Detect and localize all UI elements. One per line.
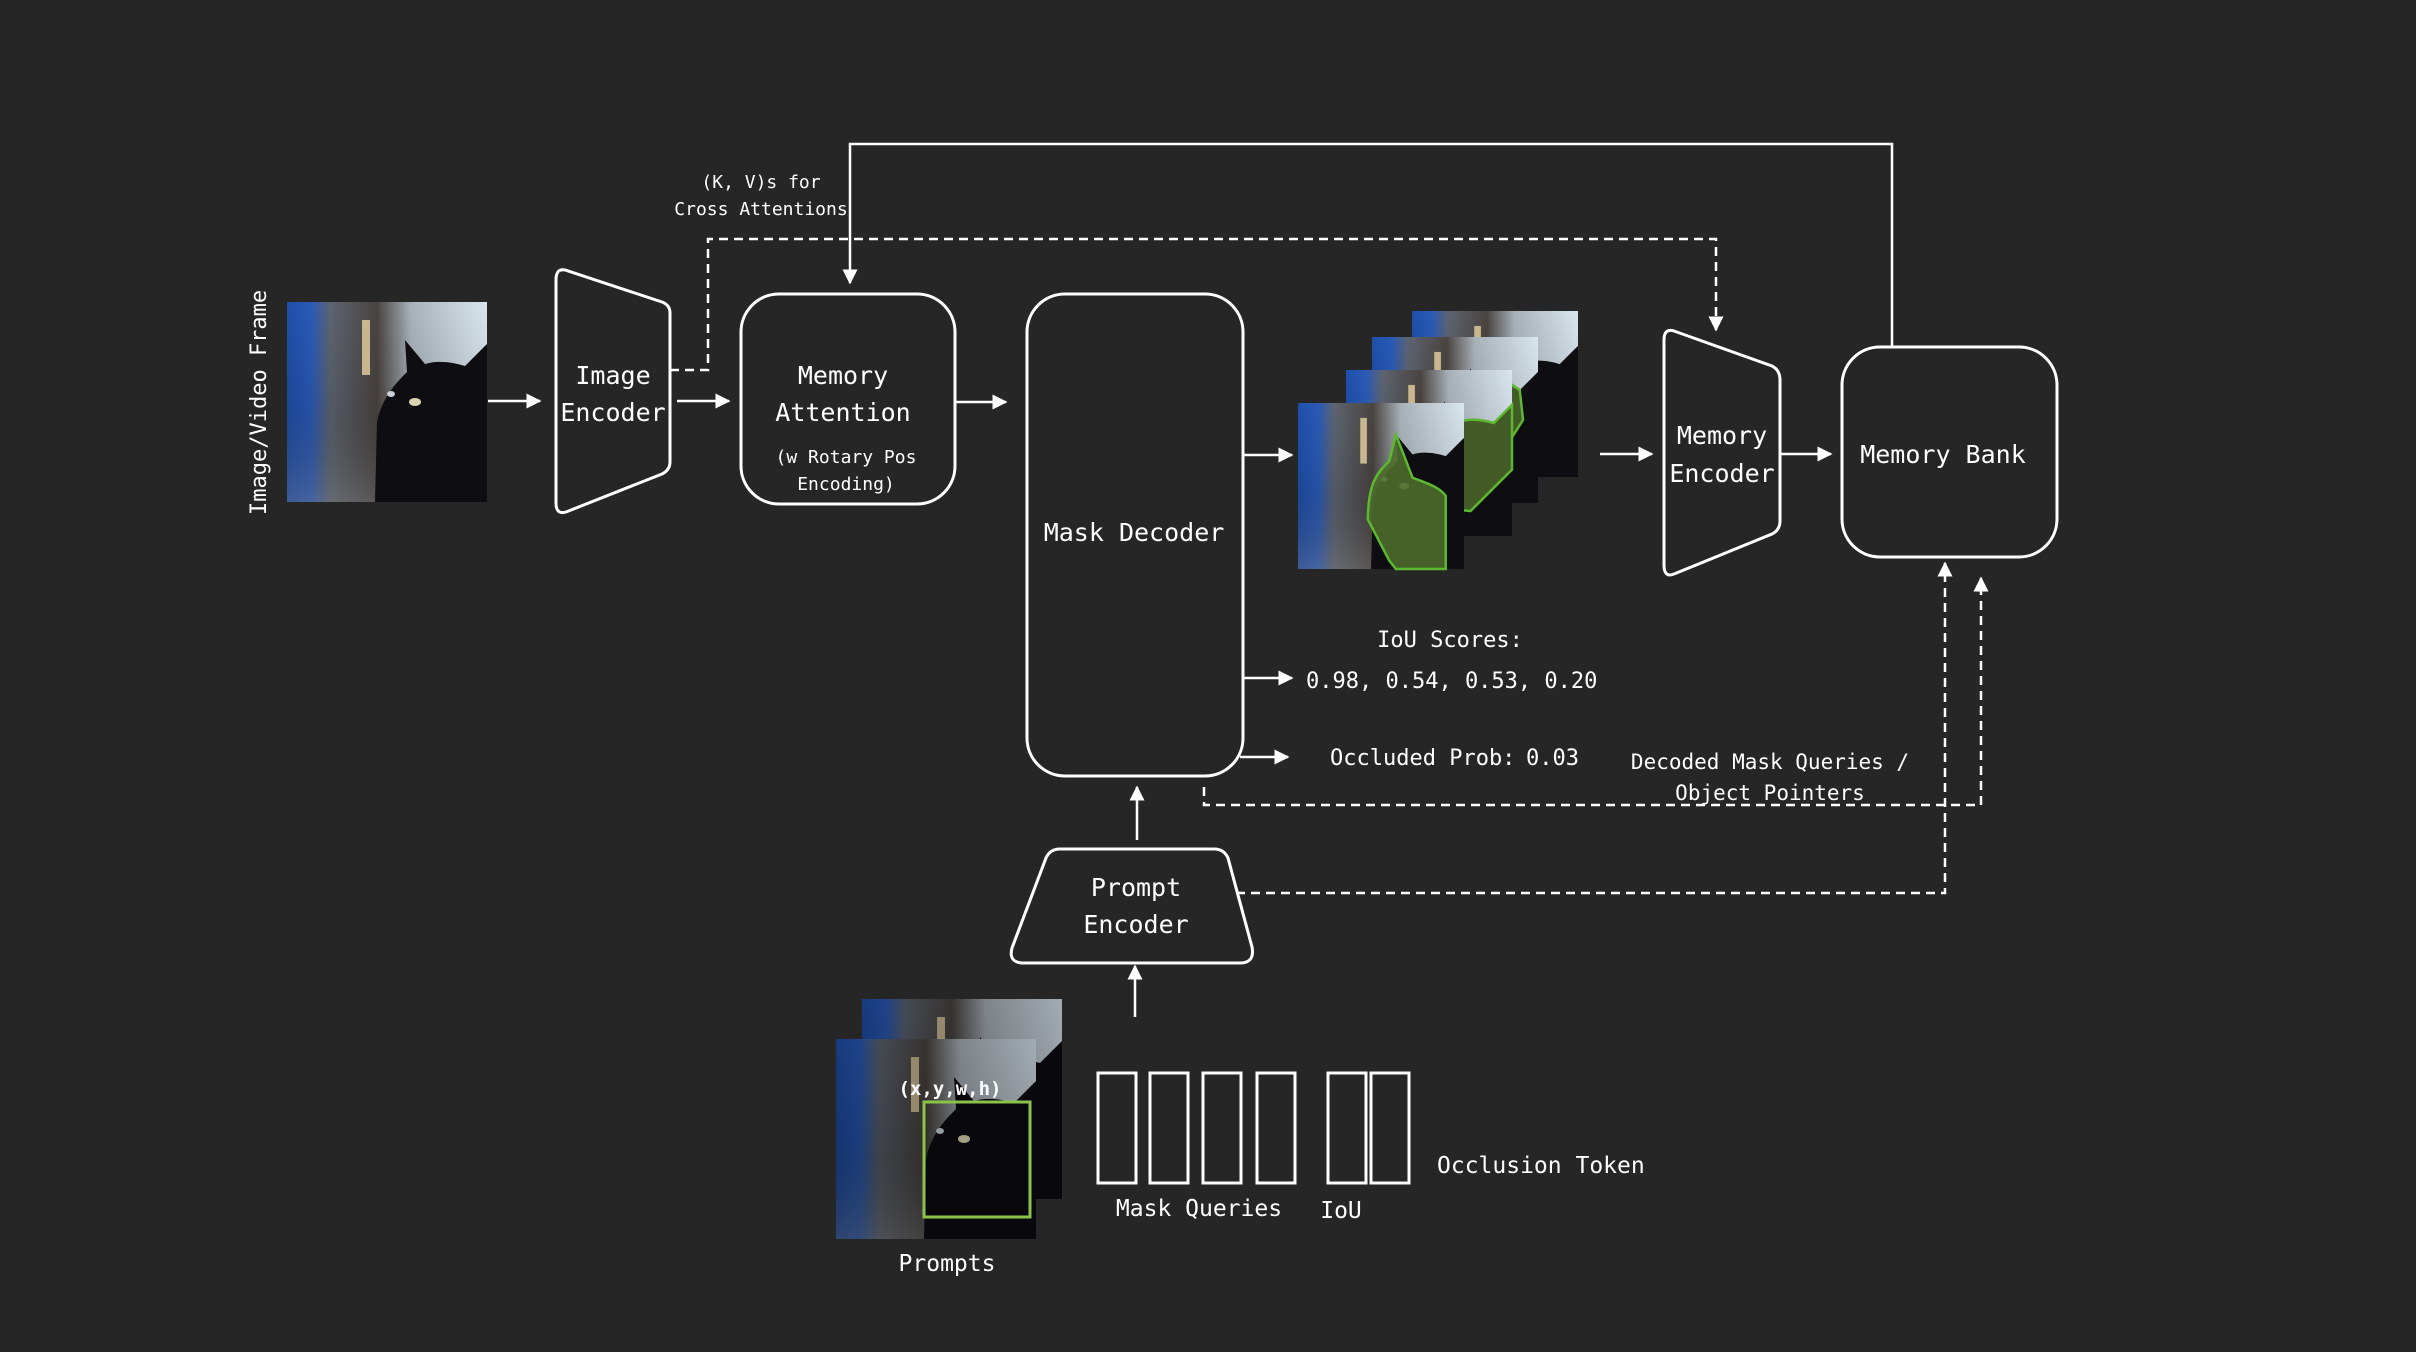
mask-query-token-4 (1255, 1071, 1297, 1185)
prompt-image-front (836, 1039, 1036, 1239)
mask-image-1 (1298, 403, 1464, 571)
memory-attention-sub-line2: Encoding) (797, 474, 895, 495)
dashed-prompt-encoder-to-memory-bank (1236, 561, 1953, 895)
decoded-mask-annotation-line1: Decoded Mask Queries / (1631, 750, 1909, 774)
memory-bank-label: Memory Bank (1860, 440, 2026, 469)
prompt-encoder[interactable]: Prompt Encoder (1009, 847, 1254, 965)
memory-attention-label-line1: Memory (798, 361, 888, 390)
iou-scores-values: 0.98, 0.54, 0.53, 0.20 (1306, 669, 1597, 694)
decoded-mask-annotation-line2: Object Pointers (1675, 781, 1865, 805)
bbox-label: (x,y,w,h) (899, 1078, 1002, 1100)
arrow-memory-bank-to-memattn (842, 142, 1894, 346)
mask-queries-label: Mask Queries (1116, 1196, 1282, 1222)
mask-query-token-1 (1096, 1071, 1138, 1185)
occlusion-token-label: Occlusion Token (1437, 1153, 1645, 1179)
mask-query-token-3 (1201, 1071, 1243, 1185)
image-encoder-label-line2: Encoder (560, 398, 665, 427)
memory-attention[interactable]: Memory Attention (w Rotary Pos Encoding) (739, 292, 957, 506)
input-frame-image (287, 302, 487, 502)
prompt-encoder-label-line1: Prompt (1091, 873, 1181, 902)
kv-annotation-line1: (K, V)s for (701, 172, 820, 193)
prompt-encoder-label-line2: Encoder (1083, 910, 1188, 939)
mask-decoder-label: Mask Decoder (1044, 518, 1225, 547)
image-encoder-label-line1: Image (575, 361, 650, 390)
memory-bank[interactable]: Memory Bank (1840, 345, 2059, 559)
memory-encoder[interactable]: Memory Encoder (1662, 328, 1782, 577)
mask-query-token-2 (1148, 1071, 1190, 1185)
occluded-prob-label: Occluded Prob: (1330, 746, 1515, 771)
occlusion-token (1369, 1071, 1411, 1185)
dashed-encoder-to-memory-encoder (670, 237, 1724, 372)
image-encoder[interactable]: Image Encoder (554, 268, 672, 515)
iou-token-label: IoU (1320, 1198, 1362, 1224)
memory-encoder-label-line2: Encoder (1669, 459, 1774, 488)
predicted-masks-stack (1298, 311, 1578, 571)
iou-scores-title: IoU Scores: (1377, 628, 1523, 653)
input-label: Image/Video Frame (247, 290, 272, 515)
dashed-decoder-to-memory-bank (1202, 576, 1989, 807)
bbox-prompt (922, 1100, 1032, 1219)
prompts-label: Prompts (899, 1251, 996, 1277)
mask-decoder[interactable]: Mask Decoder (1025, 292, 1245, 778)
iou-token (1326, 1071, 1368, 1185)
kv-annotation-line2: Cross Attentions (674, 199, 847, 220)
occluded-prob-value: 0.03 (1526, 746, 1579, 771)
memory-attention-sub-line1: (w Rotary Pos (776, 447, 917, 468)
mask-query-tokens (1096, 1071, 1297, 1185)
memory-encoder-label-line1: Memory (1677, 421, 1767, 450)
memory-attention-label-line2: Attention (775, 398, 910, 427)
